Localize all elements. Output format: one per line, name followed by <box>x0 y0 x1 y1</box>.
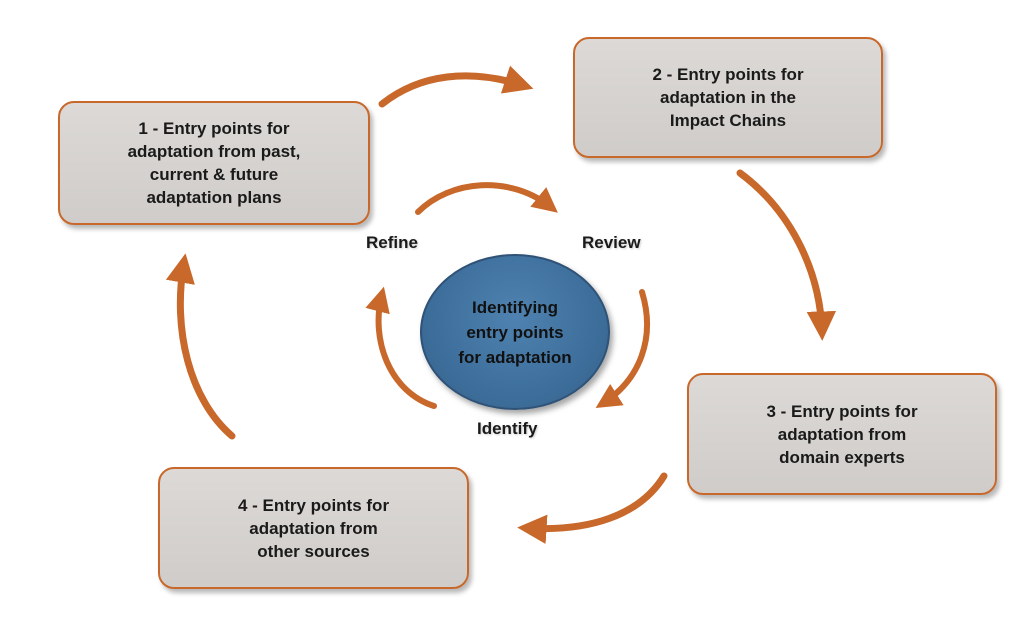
arrow-review-to-identify <box>595 289 650 409</box>
label-refine: Refine <box>366 233 418 252</box>
arrow-box1-to-box2 <box>378 65 534 108</box>
label-identify: Identify <box>477 419 538 438</box>
arrow-box4-to-box1 <box>165 253 236 440</box>
entry-points-box-1: 1 - Entry points for adaptation from pas… <box>58 101 370 225</box>
box-1-text: 1 - Entry points for adaptation from pas… <box>127 119 301 207</box>
box-2-text: 2 - Entry points for adaptation in the I… <box>652 65 804 130</box>
arrow-box2-to-box3 <box>736 169 837 341</box>
arrow-identify-to-refine <box>365 286 437 409</box>
center-circle: Identifying entry points for adaptation <box>420 254 610 410</box>
label-review: Review <box>582 233 641 252</box>
entry-points-box-4: 4 - Entry points for adaptation from oth… <box>158 467 469 589</box>
entry-points-box-2: 2 - Entry points for adaptation in the I… <box>573 37 883 158</box>
entry-points-box-3: 3 - Entry points for adaptation from dom… <box>687 373 997 495</box>
box-4-text: 4 - Entry points for adaptation from oth… <box>237 495 390 561</box>
arrow-refine-to-review <box>415 182 558 215</box>
box-3-text: 3 - Entry points for adaptation from dom… <box>766 401 918 467</box>
center-text: Identifying entry points for adaptation <box>458 297 572 367</box>
arrow-box3-to-box4 <box>517 472 668 544</box>
